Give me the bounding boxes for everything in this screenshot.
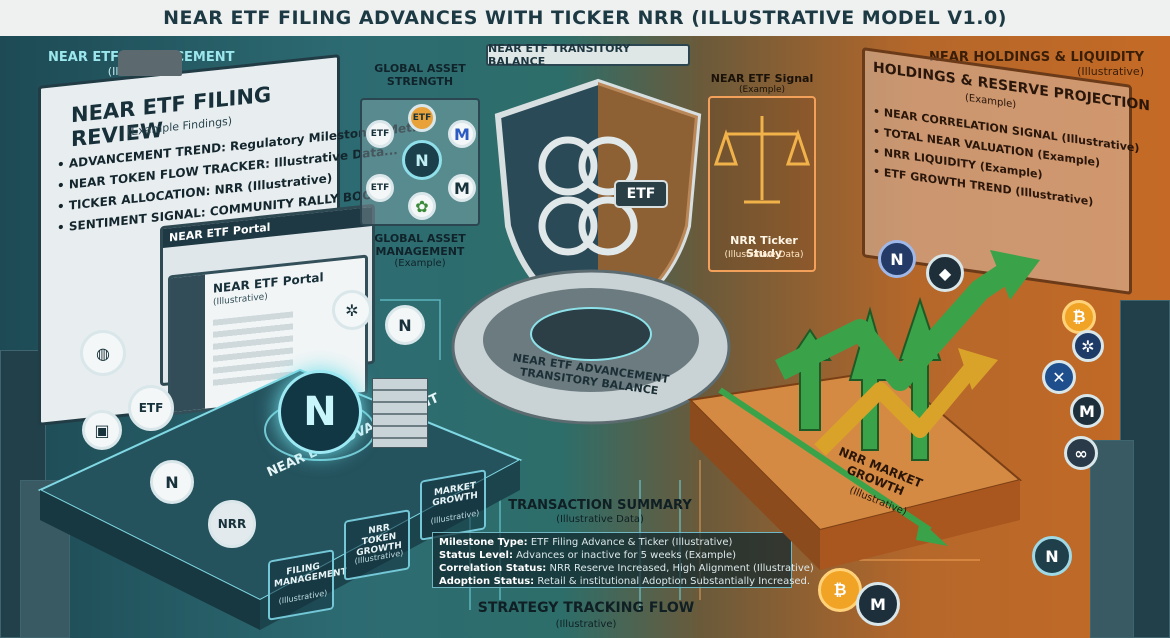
m-token-icon: M <box>1070 394 1104 428</box>
nrr-token-growth-block: NRR TOKEN GROWTH (Illustrative) <box>344 509 410 581</box>
right-header: NEAR HOLDINGS & LIQUIDITY (Illustrative) <box>929 50 1144 78</box>
clipboard-clip <box>118 50 182 76</box>
summary-row: Status Level: Advances or inactive for 5… <box>439 550 736 561</box>
network-icon: ✲ <box>332 290 372 330</box>
near-n-icon: N <box>402 140 442 180</box>
market-growth-block: MARKET GROWTH (Illustrative) <box>420 469 486 541</box>
ticker-study-panel: NRR Ticker Study (Illustrative Data) <box>708 96 816 272</box>
chip-icon: ▣ <box>82 410 122 450</box>
near-coin-icon: N <box>1032 536 1072 576</box>
xrp-icon: ✕ <box>1042 360 1076 394</box>
gear-base <box>451 269 731 425</box>
transitory-balance-banner: NEAR ETF TRANSITORY BALANCE <box>486 42 690 68</box>
projection-items: • NEAR CORRELATION SIGNAL (Illustrative)… <box>873 102 1139 219</box>
flow-title: STRATEGY TRACKING FLOW <box>477 600 695 616</box>
portal-title: NEAR ETF Portal <box>213 270 324 296</box>
asset-hub-panel: N ETF ETF M ETF ✿ M <box>360 98 480 226</box>
nrr-coin-label: NRR <box>217 517 247 531</box>
building <box>1090 440 1134 638</box>
near-n-icon: N <box>303 389 337 435</box>
ticker-study-title: NRR Ticker Study <box>730 234 798 260</box>
summary-title: TRANSACTION SUMMARY <box>508 498 692 513</box>
infinity-icon: ∞ <box>1064 436 1098 470</box>
shield-etf-badge: ETF <box>614 180 668 208</box>
etf-icon: ETF <box>366 174 394 202</box>
projection-subtitle: (Example) <box>965 92 1017 111</box>
summary-subtitle: (Illustrative Data) <box>556 514 644 525</box>
m-token-icon: M <box>856 582 900 626</box>
etf-icon: ETF <box>366 120 394 148</box>
summary-row: Adoption Status: Retail & institutional … <box>439 576 811 587</box>
strength-title: GLOBAL ASSET STRENGTH <box>374 62 466 88</box>
flow-subtitle: (Illustrative) <box>555 619 617 630</box>
etf-icon: ETF <box>408 104 436 132</box>
signal-title: NEAR ETF Signal (Example) <box>710 72 814 95</box>
scales-icon <box>713 116 811 204</box>
summary-row: Correlation Status: NRR Reserve Increase… <box>439 563 814 574</box>
bitcoin-icon: ₿ <box>818 568 862 612</box>
summary-row: Milestone Type: ETF Filing Advance & Tic… <box>439 537 733 548</box>
near-coin-icon: N <box>150 460 194 504</box>
management-title: GLOBAL ASSET MANAGEMENT (Example) <box>374 232 466 269</box>
m-token-icon: M <box>448 174 476 202</box>
page-title: NEAR ETF FILING ADVANCES WITH TICKER NRR… <box>163 7 1007 29</box>
block-title: MARKET GROWTH <box>432 480 478 509</box>
globe-icon: ◍ <box>80 330 126 376</box>
gear-icon: ✿ <box>408 192 436 220</box>
near-logo-orb: N <box>278 370 362 454</box>
near-coin-icon: N <box>385 305 425 345</box>
ethereum-icon: ◆ <box>926 254 964 292</box>
server-stack <box>372 378 428 448</box>
nrr-coin: NRR <box>208 500 256 548</box>
near-coin-icon: N <box>878 240 916 278</box>
ticker-study-subtitle: (Illustrative Data) <box>724 250 804 260</box>
summary-table: Milestone Type: ETF Filing Advance & Tic… <box>432 532 814 588</box>
network-icon: ✲ <box>1072 330 1104 362</box>
title-bar: NEAR ETF FILING ADVANCES WITH TICKER NRR… <box>0 0 1170 36</box>
etf-coin-label: ETF <box>138 401 164 415</box>
filing-management-block: FILING MANAGEMENT (Illustrative) <box>268 549 347 621</box>
market-growth-chart <box>687 250 1040 570</box>
etf-coin: ETF <box>128 385 174 431</box>
block-title: FILING MANAGEMENT <box>274 561 347 590</box>
m-token-icon: M <box>448 120 476 148</box>
